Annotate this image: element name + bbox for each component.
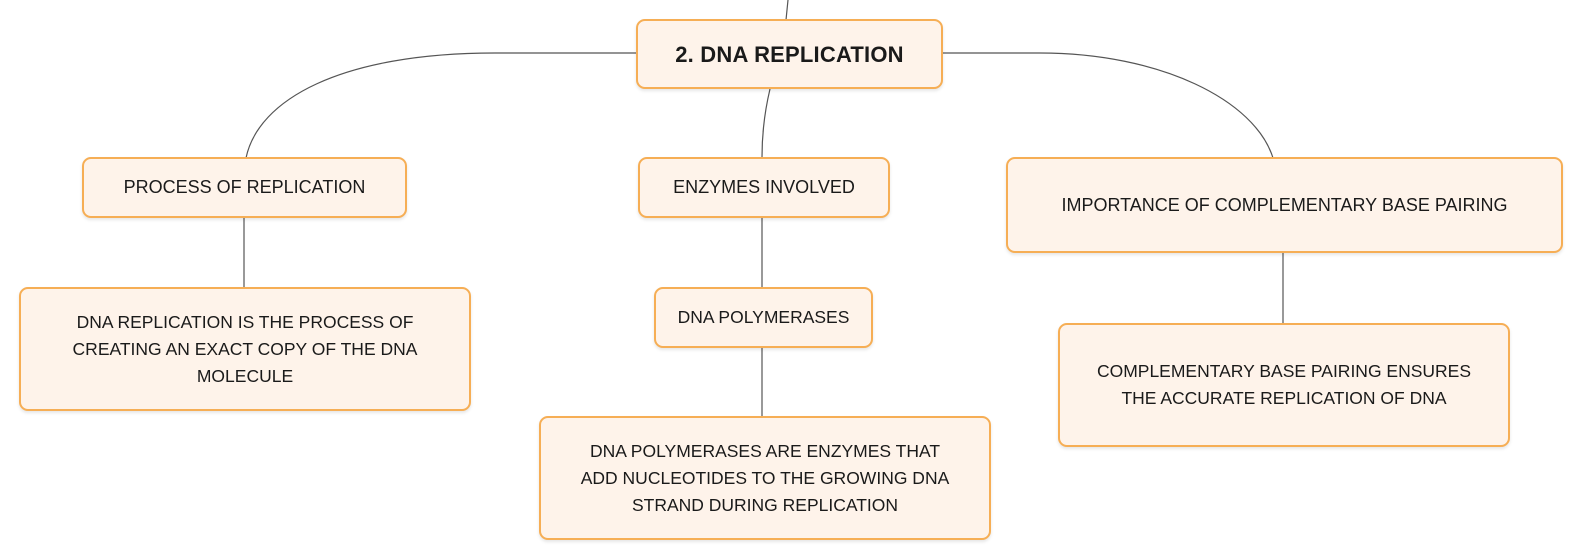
root-topic-label: 2. DNA REPLICATION: [675, 41, 904, 67]
connector-parent-to-root: [785, 0, 789, 21]
leaf-node-replication-definition[interactable]: DNA REPLICATION IS THE PROCESS OF CREATI…: [19, 287, 471, 411]
leaf-label-polymerases-description: DNA POLYMERASES ARE ENZYMES THAT ADD NUC…: [580, 440, 950, 515]
branch-label-process: PROCESS OF REPLICATION: [123, 177, 366, 197]
branch-node-base-pairing[interactable]: IMPORTANCE OF COMPLEMENTARY BASE PAIRING: [1006, 157, 1563, 253]
branch-label-enzymes: ENZYMES INVOLVED: [673, 177, 855, 197]
root-topic-node[interactable]: 2. DNA REPLICATION: [636, 19, 943, 89]
connector-root-to-enzymes: [761, 88, 771, 158]
subtopic-node-polymerases[interactable]: DNA POLYMERASES: [654, 287, 873, 348]
connector-root-to-process: [245, 52, 636, 159]
subtopic-label-polymerases: DNA POLYMERASES: [677, 307, 850, 327]
branch-node-enzymes[interactable]: ENZYMES INVOLVED: [638, 157, 890, 218]
leaf-label-base-pairing-detail: COMPLEMENTARY BASE PAIRING ENSURES THE A…: [1096, 361, 1472, 408]
leaf-label-replication-definition: DNA REPLICATION IS THE PROCESS OF CREATI…: [72, 311, 418, 386]
branch-label-base-pairing: IMPORTANCE OF COMPLEMENTARY BASE PAIRING: [1061, 194, 1508, 215]
leaf-node-base-pairing-detail[interactable]: COMPLEMENTARY BASE PAIRING ENSURES THE A…: [1058, 323, 1510, 447]
connector-root-to-importance: [943, 52, 1274, 159]
leaf-node-polymerases-description[interactable]: DNA POLYMERASES ARE ENZYMES THAT ADD NUC…: [539, 416, 991, 540]
branch-node-process[interactable]: PROCESS OF REPLICATION: [82, 157, 407, 218]
